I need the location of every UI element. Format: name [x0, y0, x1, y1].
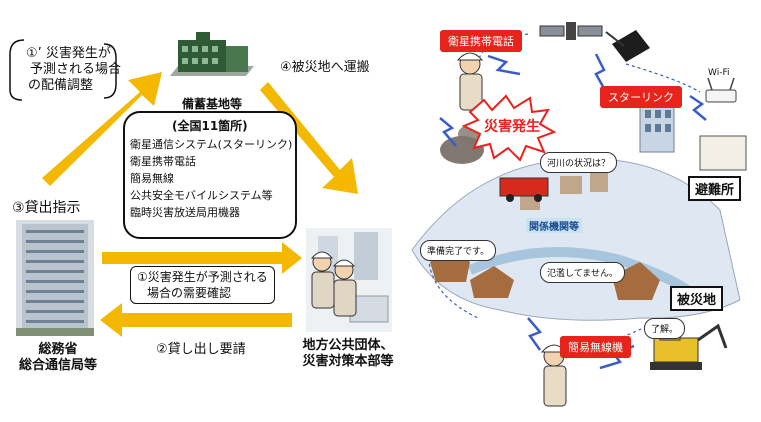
- base-title: 備蓄基地等: [182, 97, 243, 111]
- arrow-demand-check: [102, 242, 302, 274]
- shelter-label: 避難所: [688, 176, 742, 201]
- equipment-item: 臨時災害放送局用機器: [130, 206, 240, 219]
- local-gov-line: 災害対策本部等: [302, 354, 394, 369]
- radio-wave-icon: [689, 94, 707, 121]
- equipment-item: 衛星携帯電話: [130, 155, 196, 168]
- ministry-label: 総務省 総合通信局等: [18, 342, 98, 374]
- note-line: ①’ 災害発生が: [26, 46, 111, 61]
- ministry-building-icon: [16, 220, 94, 336]
- disaster-area-label: 被災地: [670, 286, 724, 311]
- stockpile-base-building-icon: [170, 32, 254, 76]
- speech-bubble: 了解。: [644, 318, 686, 339]
- disaster-hq-office-icon: [306, 228, 392, 332]
- equipment-item: 簡易無線: [130, 172, 174, 185]
- radio-wave-icon: [594, 53, 608, 93]
- arrow-lend-request: [100, 303, 292, 337]
- fire-truck-icon: [499, 177, 549, 197]
- sat-phone-label: 衛星携帯電話: [440, 30, 522, 52]
- arrow-lend-instruction: [42, 72, 162, 186]
- starlink-label: スターリンク: [600, 86, 682, 108]
- disaster-label: 災害発生: [484, 119, 540, 135]
- arrow-transport-to-disaster: [260, 82, 358, 194]
- wifi-router-icon: [705, 89, 737, 103]
- equipment-item: 衛星通信システム(スターリンク): [130, 138, 293, 151]
- wifi-label: Wi-Fi: [708, 68, 730, 78]
- agencies-label: 関係機関等: [526, 218, 582, 233]
- radio-wave-icon: [439, 117, 457, 147]
- shelter-building-icon: [639, 103, 747, 171]
- base-subtitle: (全国11箇所): [172, 119, 248, 133]
- step1-line: 場合の需要確認: [147, 286, 232, 300]
- person-with-sat-phone-icon: [456, 52, 484, 111]
- speech-bubble: 氾濫してません。: [540, 262, 626, 283]
- step3-label: ③貸出指示: [12, 200, 81, 216]
- pre-deployment-note: ①’ 災害発生が 予測される場合 の配備調整: [26, 46, 121, 94]
- step1-box: ①災害発生が予測される 場合の需要確認: [130, 266, 275, 304]
- speech-bubble: 河川の状況は？: [540, 152, 618, 173]
- satellite-icon: [539, 22, 603, 40]
- starlink-satellite-icon: [605, 30, 650, 62]
- step2-label: ②貸し出し要請: [156, 342, 246, 357]
- note-line: の配備調整: [28, 78, 94, 93]
- note-line: 予測される場合: [30, 62, 122, 77]
- step1-line: ①災害発生が予測される: [137, 270, 268, 284]
- simple-radio-label: 簡易無線機: [560, 336, 631, 358]
- equipment-list: 衛星通信システム(スターリンク) 衛星携帯電話 簡易無線 公共安全モバイルシステ…: [130, 136, 292, 221]
- step4-label: ④被災地へ運搬: [280, 60, 370, 75]
- equipment-item: 公共安全モバイルシステム等: [130, 189, 273, 202]
- equipment-list-frame: [123, 111, 297, 239]
- radio-wave-icon: [487, 54, 521, 76]
- ministry-line: 総合通信局等: [18, 358, 97, 373]
- ministry-line: 総務省: [38, 342, 78, 357]
- local-gov-line: 地方公共団体、: [302, 338, 394, 353]
- speech-bubble: 準備完了です。: [420, 240, 497, 261]
- local-gov-label: 地方公共団体、 災害対策本部等: [300, 338, 396, 370]
- radio-wave-icon: [527, 317, 543, 351]
- disaster-burst: [461, 94, 557, 162]
